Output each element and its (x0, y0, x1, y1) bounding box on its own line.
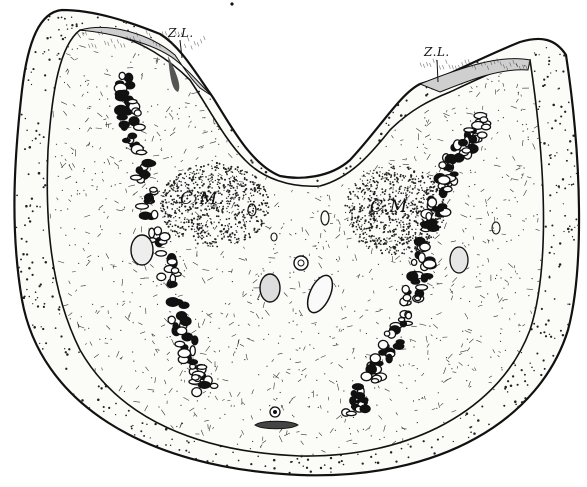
zl-label-left: Z.L. (167, 26, 194, 40)
ink-dot (230, 2, 233, 5)
zl-label-right: Z.L. (423, 45, 450, 59)
cm-label-left: C.M. (180, 189, 225, 209)
specimen-outer-outline (14, 10, 579, 475)
cm-label-right: C.M. (370, 197, 415, 217)
